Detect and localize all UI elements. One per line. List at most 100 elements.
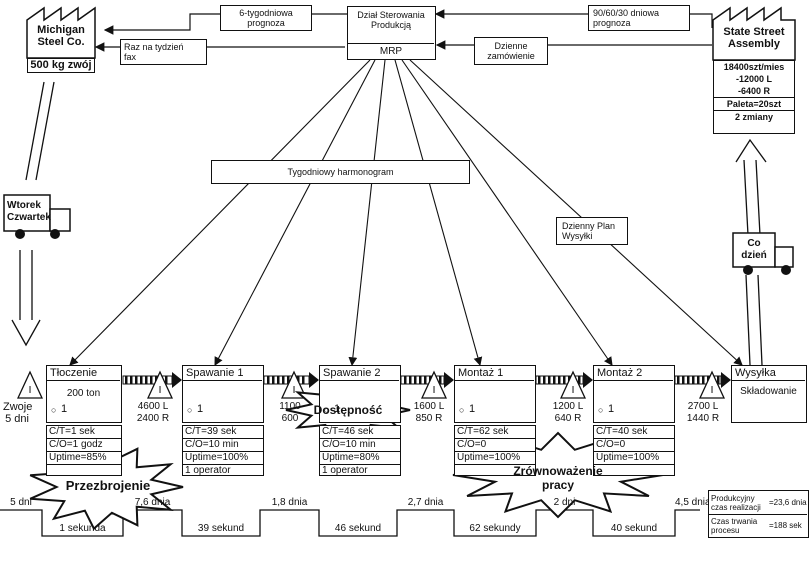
lead-time-value: =23,6 dnia xyxy=(769,498,807,507)
process-data-row: C/T=62 sek xyxy=(457,426,509,437)
process-box: Spawanie 2 ○ 1 xyxy=(319,365,401,423)
process-name: Montaż 2 xyxy=(597,367,643,379)
outbound-shipment-arrow xyxy=(735,138,767,366)
process-data-row: C/O=1 godz xyxy=(47,438,121,451)
inventory-quantity-line: 2400 R xyxy=(136,413,170,424)
operator-count: 1 xyxy=(334,403,341,415)
process-data-row: C/O=10 min xyxy=(183,438,263,451)
process-time-label: 1 sekunda xyxy=(59,523,106,534)
inbound-shipment-arrow xyxy=(11,81,55,347)
inventory-quantity-line: 1600 L xyxy=(413,401,445,412)
operator-icon: ○ xyxy=(598,405,604,415)
operator-count: 1 xyxy=(608,403,615,415)
process-time-value: =188 sek xyxy=(769,521,802,530)
inventory-quantity-line: 1100 xyxy=(279,401,301,412)
process-data-row: C/T=40 sek xyxy=(596,426,648,437)
inventory-quantity-line: 5 dni xyxy=(5,413,29,425)
process-detail: 200 ton xyxy=(66,388,101,399)
inventory-quantity-line: Zwoje xyxy=(3,401,33,413)
process-data-row: C/T=46 sek xyxy=(322,426,374,437)
inventory-quantity-line: 640 R xyxy=(554,413,582,424)
operator-icon: ○ xyxy=(324,405,330,415)
inventory-symbol: I xyxy=(159,385,162,396)
customer-data-row: 18400szt/mies xyxy=(723,62,785,72)
inventory-symbol: I xyxy=(711,385,714,396)
process-name: Spawanie 1 xyxy=(186,367,244,379)
process-time-label: 62 sekundy xyxy=(469,523,521,534)
operator-count: 1 xyxy=(61,403,68,415)
process-name: Wysyłka xyxy=(735,367,776,379)
customer-data-row: Paleta=20szt xyxy=(714,97,794,110)
inventory-quantity-line: 1200 L xyxy=(552,401,584,412)
inventory-symbol: I xyxy=(293,385,296,396)
process-data-row xyxy=(47,464,121,477)
process-time-label: 40 sekund xyxy=(610,523,658,534)
process-data-row: Uptime=100% xyxy=(183,451,263,464)
operator-count: 1 xyxy=(197,403,204,415)
wait-time-label: 5 dni xyxy=(10,497,32,508)
process-data-row xyxy=(455,464,535,477)
supplier-factory-icon xyxy=(26,6,96,59)
inventory-symbol: I xyxy=(433,385,436,396)
supplier-data: 500 kg zwój xyxy=(27,58,95,73)
process-data-row: C/T=1 sek xyxy=(49,426,95,437)
operator-icon: ○ xyxy=(187,405,193,415)
inventory-triangle-icon: I xyxy=(280,370,308,399)
inventory-quantity-line: 2700 L xyxy=(687,401,719,412)
availability-kaizen-label: Dostępność xyxy=(313,403,383,417)
process-data-row: C/T=39 sek xyxy=(185,426,237,437)
weekly-schedule-box: Tygodniowy harmonogram xyxy=(211,160,470,184)
inventory-triangle-icon: I xyxy=(146,370,174,399)
process-data-row xyxy=(594,464,674,477)
inventory-quantity-line: 600 xyxy=(281,413,299,424)
process-name: Spawanie 2 xyxy=(323,367,381,379)
push-arrow-icon xyxy=(535,372,593,388)
process-name: Montaż 1 xyxy=(458,367,504,379)
inventory-triangle-icon: I xyxy=(16,370,44,399)
process-data-row: 1 operator xyxy=(320,464,400,477)
process-time-label: 39 sekund xyxy=(197,523,245,534)
process-detail: Składowanie xyxy=(740,386,797,397)
process-data-row: Uptime=85% xyxy=(47,451,121,464)
process-data-row: Uptime=100% xyxy=(594,451,674,464)
inventory-quantity-line: 1440 R xyxy=(686,413,720,424)
process-data-row: Uptime=100% xyxy=(455,451,535,464)
changeover-kaizen-label: Przezbrojenie xyxy=(65,478,151,493)
inventory-symbol: I xyxy=(29,385,32,396)
customer-factory-icon xyxy=(712,6,796,61)
process-data-row: C/O=0 xyxy=(455,438,535,451)
process-data-row: 1 operator xyxy=(183,464,263,477)
inbound-truck-icon xyxy=(3,194,71,239)
wait-time-label: 1,8 dnia xyxy=(271,497,308,508)
process-box: Montaż 2 ○ 1 xyxy=(593,365,675,423)
inventory-triangle-icon: I xyxy=(559,370,587,399)
process-data-row: C/O=10 min xyxy=(320,438,400,451)
customer-data-row: -6400 R xyxy=(737,86,771,96)
wait-time-label: 4,5 dnia xyxy=(675,497,711,508)
inventory-triangle-icon: I xyxy=(698,370,726,399)
wait-time-label: 7,6 dnia xyxy=(134,497,171,508)
inventory-quantity-line: 850 R xyxy=(415,413,443,424)
outbound-truck-icon xyxy=(732,232,794,275)
push-arrow-icon xyxy=(122,372,182,388)
